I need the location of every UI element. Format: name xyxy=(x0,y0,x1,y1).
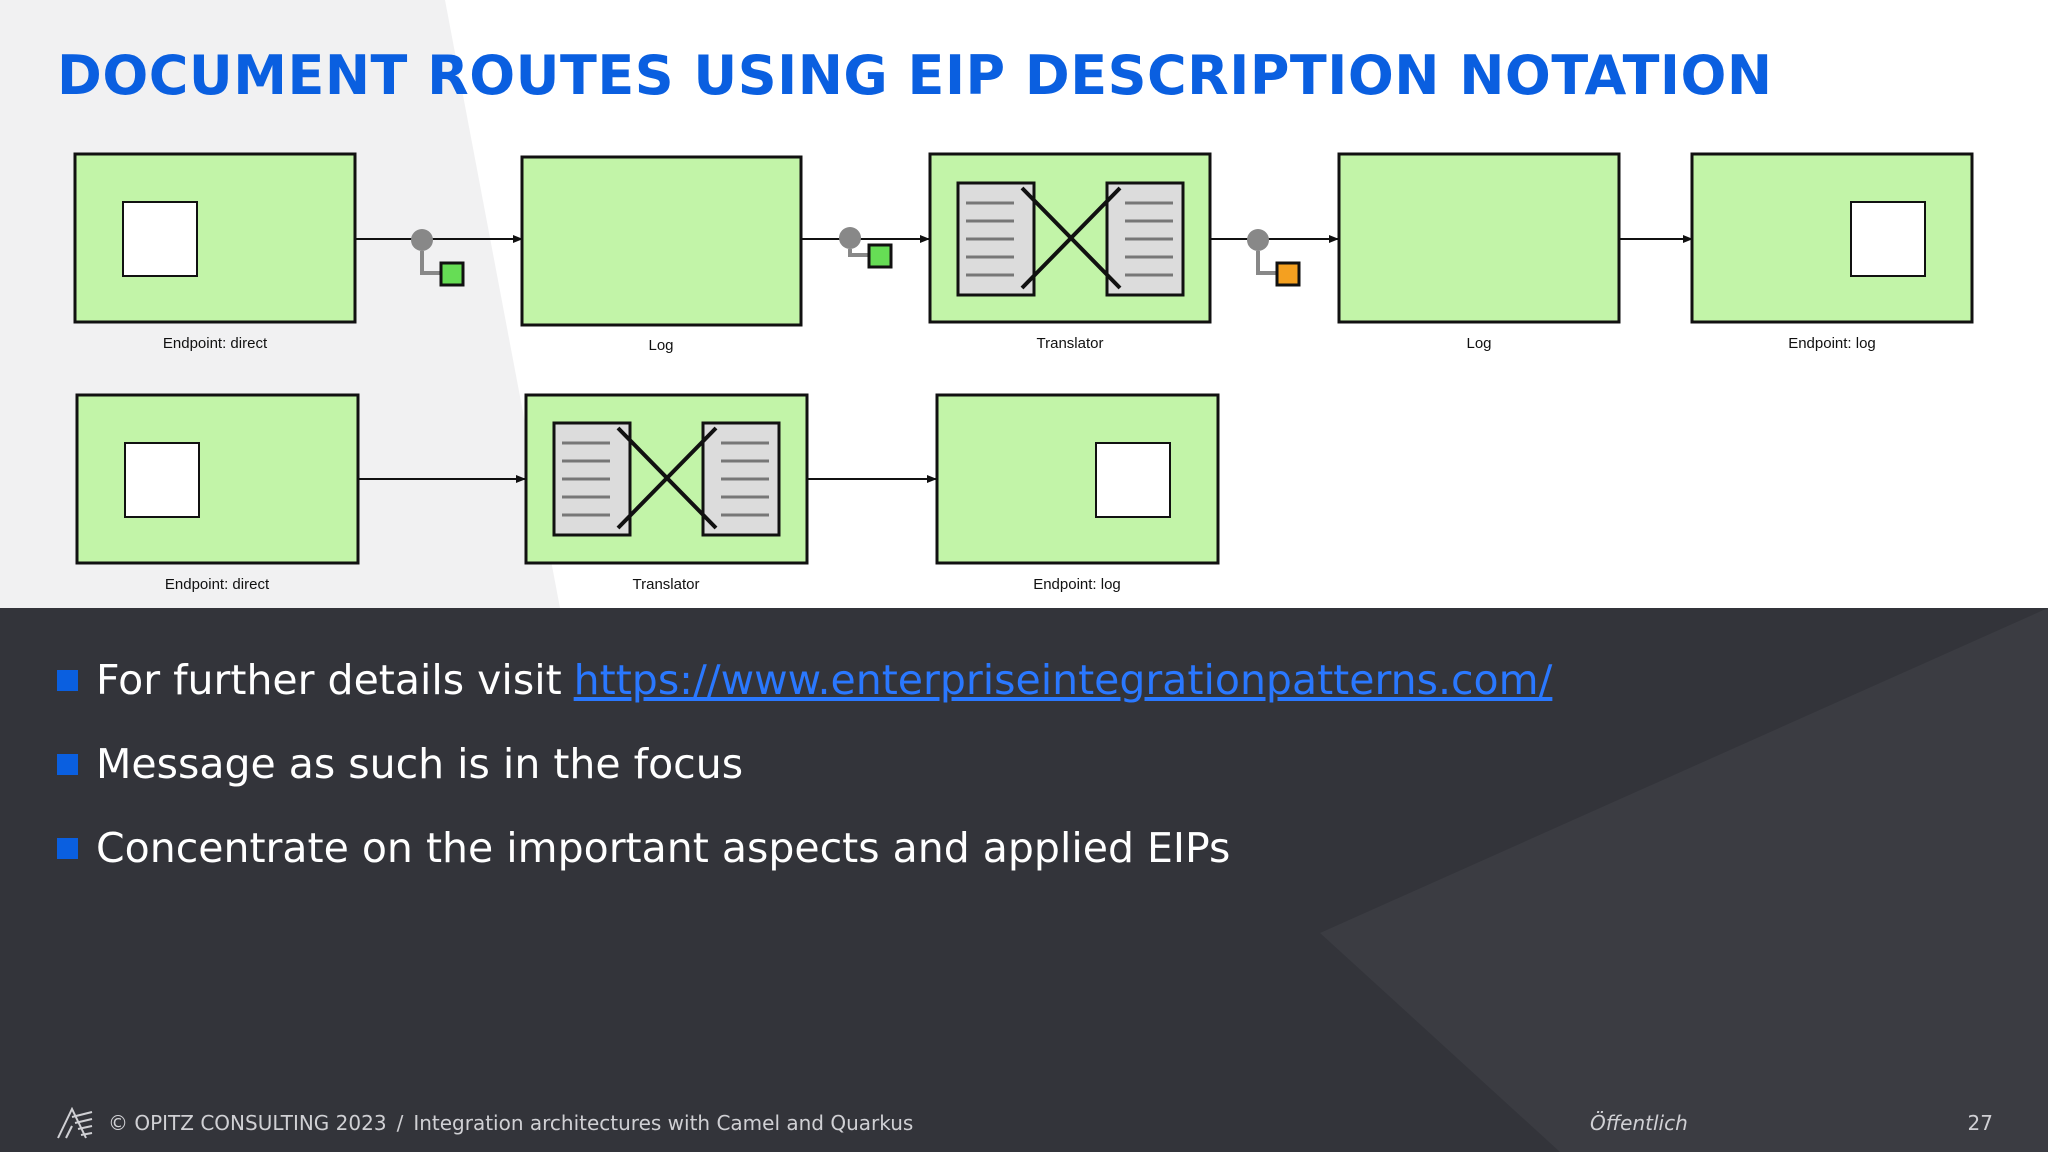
bullet-marker xyxy=(57,669,78,691)
footer-separator: / xyxy=(396,1111,404,1135)
route1-label-endpoint-log: Endpoint: log xyxy=(1788,335,1876,352)
route2-label-translator: Translator xyxy=(633,576,700,593)
route1-endpoint-direct xyxy=(73,152,357,324)
route1-endpoint-log xyxy=(1690,152,1974,324)
route2-endpoint-log xyxy=(935,393,1220,565)
bullet-marker xyxy=(57,753,78,775)
route2-translator xyxy=(524,393,809,565)
bullet-list: For further details visit https://www.en… xyxy=(57,638,1552,890)
bullet-text: For further details visit xyxy=(96,656,562,704)
route2-endpoint-direct xyxy=(75,393,360,565)
bullet-marker xyxy=(57,837,78,859)
route1-translator xyxy=(928,152,1212,324)
bullet-item: For further details visit https://www.en… xyxy=(57,638,1552,722)
route1-label-translator: Translator xyxy=(1037,335,1104,352)
bullet-item: Concentrate on the important aspects and… xyxy=(57,806,1552,890)
route1-wiretap-marker-3 xyxy=(1247,229,1301,287)
route1-label-log-2: Log xyxy=(1466,335,1491,352)
footer-copyright: © OPITZ CONSULTING 2023 xyxy=(108,1111,387,1135)
footer-presentation-title: Integration architectures with Camel and… xyxy=(413,1111,914,1135)
eip-route-diagram: Endpoint: direct Log xyxy=(73,152,1974,593)
slide-bottom-section: For further details visit https://www.en… xyxy=(0,608,2048,1152)
bullet-text: Concentrate on the important aspects and… xyxy=(96,824,1231,872)
footer-copyright-line: © OPITZ CONSULTING 2023 / Integration arch… xyxy=(108,1111,913,1135)
slide-top-section: DOCUMENT ROUTES USING EIP DESCRIPTION NO… xyxy=(0,0,1974,608)
opitz-logo-icon xyxy=(57,1107,93,1139)
route1-wiretap-marker-2 xyxy=(839,227,893,269)
bullet-item: Message as such is in the focus xyxy=(57,722,1552,806)
slide-footer: © OPITZ CONSULTING 2023 / Integration arch… xyxy=(0,1100,2048,1150)
route2-label-endpoint-direct: Endpoint: direct xyxy=(165,576,270,593)
slide-title: DOCUMENT ROUTES USING EIP DESCRIPTION NO… xyxy=(57,44,1773,107)
footer-classification: Öffentlich xyxy=(1590,1111,1688,1135)
route1-label-log-1: Log xyxy=(648,337,673,354)
eip-website-link[interactable]: https://www.enterpriseintegrationpattern… xyxy=(573,656,1553,704)
route1-label-endpoint-direct: Endpoint: direct xyxy=(163,335,268,352)
bullet-text: Message as such is in the focus xyxy=(96,740,744,788)
route-1: Endpoint: direct Log xyxy=(73,152,1974,354)
route1-wiretap-marker-1 xyxy=(411,229,465,287)
background-shape-dark xyxy=(1320,608,2048,1152)
route1-log-1 xyxy=(520,155,803,327)
route2-label-endpoint-log: Endpoint: log xyxy=(1033,576,1121,593)
page-number: 27 xyxy=(1967,1111,1993,1135)
route-2: Endpoint: direct Translator Endpoint: lo… xyxy=(75,393,1220,593)
route1-log-2 xyxy=(1337,152,1621,324)
